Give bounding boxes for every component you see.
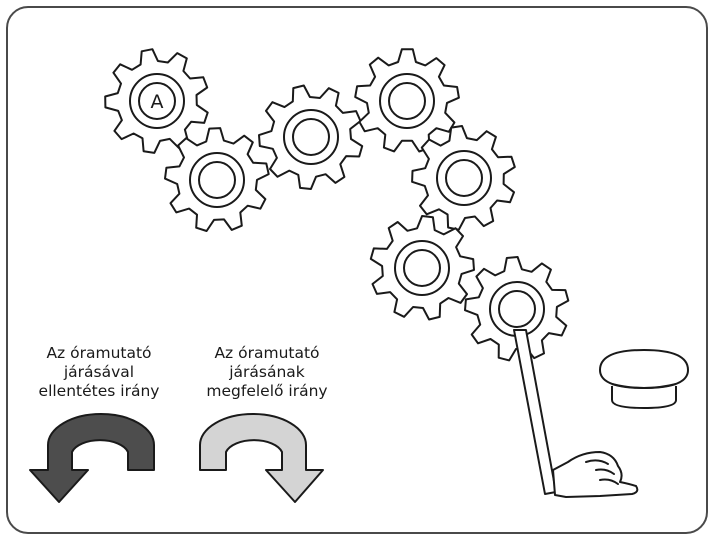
- clockwise-label: Az óramutató járásának megfelelő irány: [192, 344, 342, 401]
- gear-icon: [369, 215, 475, 321]
- counterclockwise-arrow-icon: [29, 413, 155, 503]
- gear-a-icon: [104, 48, 209, 154]
- clockwise-label-line-3: megfelelő irány: [206, 382, 328, 400]
- gear-label: A: [151, 91, 164, 113]
- gear-train: [104, 48, 570, 362]
- counterclockwise-label-line-1: Az óramutató: [46, 344, 152, 362]
- counterclockwise-label-line-3: ellentétes irány: [38, 382, 160, 400]
- dial-object-icon: [599, 349, 689, 409]
- gear-icon: [411, 125, 516, 231]
- gear-icon: [258, 84, 364, 190]
- gear-icon: [464, 256, 570, 362]
- gear-icon: [354, 48, 460, 153]
- gear-icon: [164, 127, 270, 232]
- clockwise-label-line-2: járásának: [229, 363, 305, 381]
- clockwise-arrow-icon: [199, 413, 324, 503]
- clockwise-label-line-1: Az óramutató: [214, 344, 320, 362]
- counterclockwise-label-line-2: járásával: [63, 363, 135, 381]
- counterclockwise-label: Az óramutató járásával ellentétes irány: [24, 344, 174, 401]
- hand-icon: [552, 451, 639, 498]
